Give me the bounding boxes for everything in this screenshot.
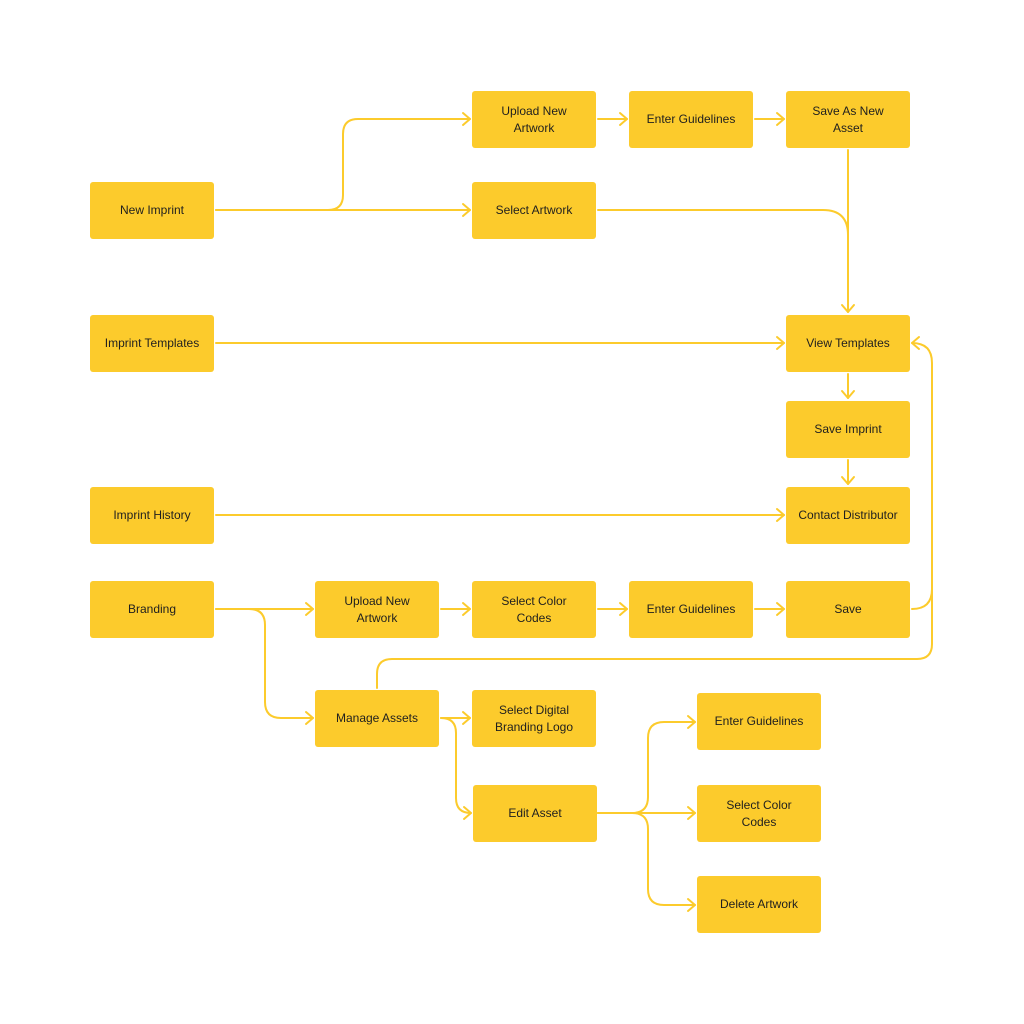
arrowhead [687,806,696,820]
connector-edit-asset-to-delete-artwork [597,812,696,906]
arrowhead [776,336,785,350]
node-enter-guidelines-edit: Enter Guidelines [697,693,821,750]
node-save: Save [786,581,910,638]
arrowhead [462,711,471,725]
node-enter-guidelines-branding: Enter Guidelines [629,581,753,638]
node-upload-new-artwork-branding: Upload New Artwork [315,581,439,638]
arrowhead [462,112,471,126]
arrowhead [619,602,628,616]
connector-edit-asset-to-enter-guidelines [597,721,696,814]
node-branding: Branding [90,581,214,638]
arrowhead [462,602,471,616]
connector-new-imprint-to-upload-artwork [215,118,471,211]
arrowhead [841,476,855,485]
arrowhead [911,336,920,350]
node-view-templates: View Templates [786,315,910,372]
node-edit-asset: Edit Asset [473,785,597,842]
arrowhead [841,390,855,399]
node-upload-new-artwork: Upload New Artwork [472,91,596,148]
arrowhead [687,898,696,912]
node-save-as-new-asset: Save As New Asset [786,91,910,148]
connector-branding-to-manage-assets [215,608,314,719]
connector-select-artwork-to-view-templates [597,209,849,236]
arrowhead [305,711,314,725]
connector-manage-assets-to-loop [376,588,933,689]
arrowhead [462,203,471,217]
node-select-digital-branding-logo: Select Digital Branding Logo [472,690,596,747]
node-new-imprint: New Imprint [90,182,214,239]
node-imprint-templates: Imprint Templates [90,315,214,372]
arrowhead [776,112,785,126]
node-select-artwork: Select Artwork [472,182,596,239]
node-manage-assets: Manage Assets [315,690,439,747]
node-enter-guidelines: Enter Guidelines [629,91,753,148]
arrowhead [776,508,785,522]
connector-manage-assets-to-edit-asset [440,717,472,814]
arrowhead [841,304,855,313]
node-delete-artwork: Delete Artwork [697,876,821,933]
arrowhead [619,112,628,126]
node-select-color-codes: Select Color Codes [472,581,596,638]
arrowhead [687,715,696,729]
arrowhead [776,602,785,616]
arrowhead [463,806,472,820]
node-imprint-history: Imprint History [90,487,214,544]
connector-save-to-view-templates [911,342,933,610]
node-select-color-codes-edit: Select Color Codes [697,785,821,842]
arrowhead [305,602,314,616]
node-contact-distributor: Contact Distributor [786,487,910,544]
node-save-imprint: Save Imprint [786,401,910,458]
